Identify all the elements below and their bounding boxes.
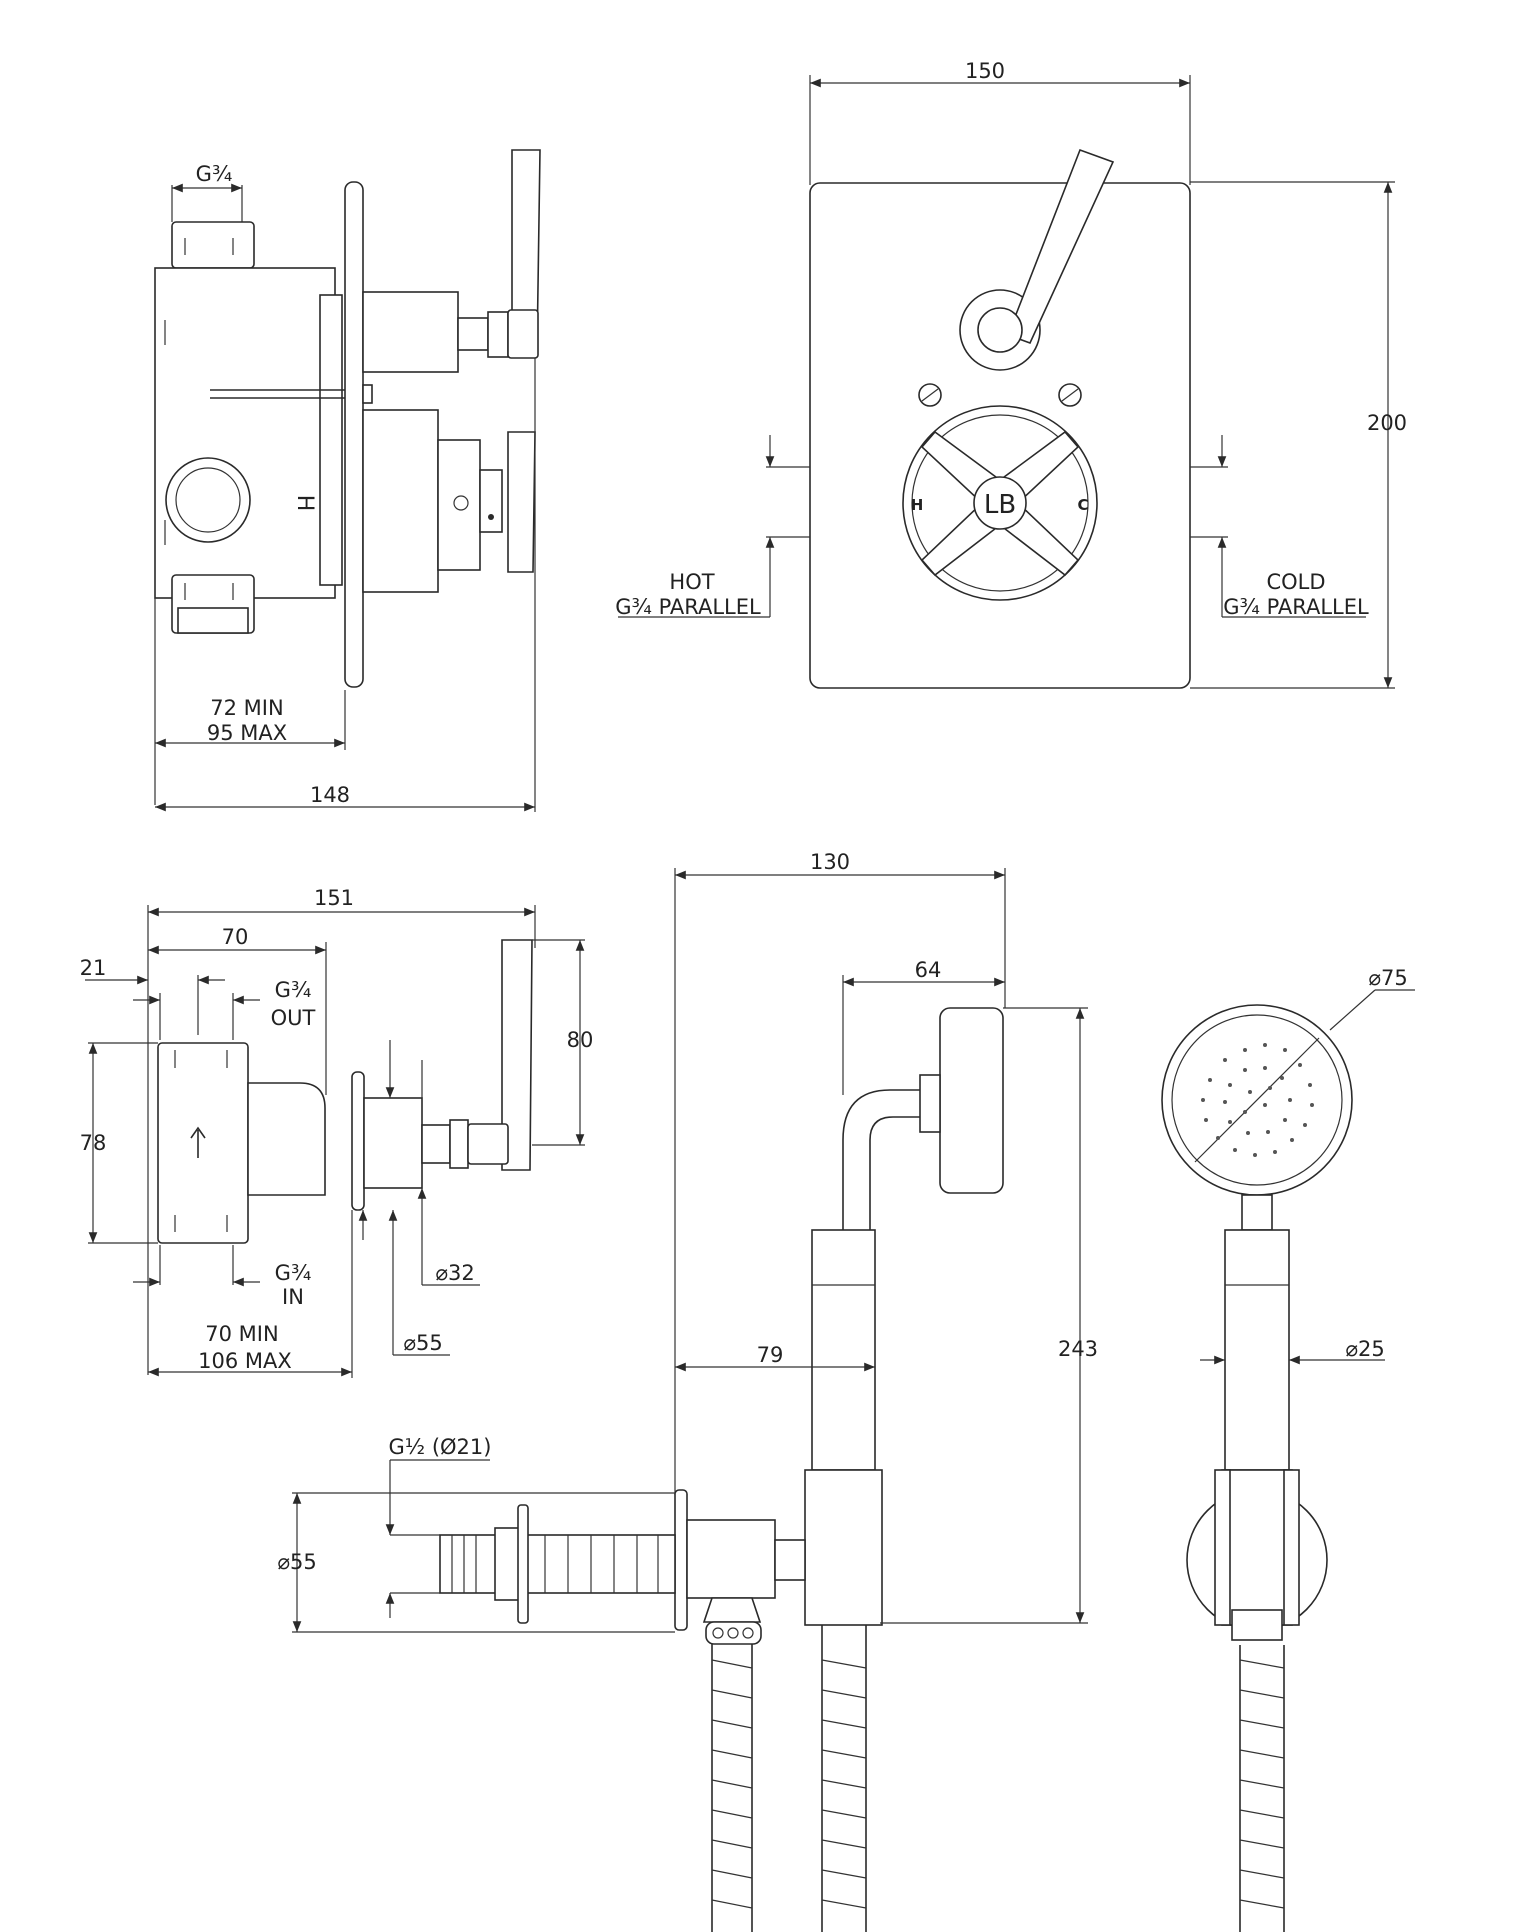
front-plate-height: 200	[1367, 411, 1407, 435]
side-depth-max: 95 MAX	[207, 721, 287, 745]
valve-height: 78	[80, 1131, 107, 1155]
side-marking-h: H	[292, 495, 317, 512]
front-cold-label: COLD	[1266, 570, 1325, 594]
valve-overall: 151	[314, 886, 354, 910]
valve-offset: 21	[80, 956, 107, 980]
side-inlet-thread: G¾	[196, 162, 233, 186]
front-view: 150 200 LB H C HOT G¾ PARALLEL	[615, 59, 1407, 689]
valve-inlet-thread: G¾	[275, 1261, 312, 1285]
valve-outlet-label: OUT	[271, 1006, 316, 1030]
side-depth-min: 72 MIN	[210, 696, 283, 720]
handshower-view: 130 64 79 243	[277, 850, 1415, 1932]
hand-connector-thread: G½ (Ø21)	[389, 1435, 492, 1459]
valve-side-view: 151 70 21 G¾ OUT 78	[80, 886, 594, 1378]
valve-inlet-label: IN	[282, 1285, 304, 1309]
valve-depth-min: 70 MIN	[205, 1322, 278, 1346]
front-plate-width: 150	[965, 59, 1005, 83]
valve-flange-dia: ⌀55	[403, 1331, 442, 1355]
side-overall-depth: 148	[310, 783, 350, 807]
valve-spindle-dia: ⌀32	[435, 1261, 474, 1285]
front-hot-thread: G¾ PARALLEL	[615, 595, 761, 619]
spray-holes	[1201, 1043, 1314, 1157]
front-dial-h: H	[911, 496, 924, 514]
front-logo: LB	[984, 490, 1016, 520]
front-cold-thread: G¾ PARALLEL	[1223, 595, 1369, 619]
valve-body: 70	[222, 925, 249, 949]
valve-depth-max: 106 MAX	[198, 1349, 292, 1373]
front-hot-label: HOT	[669, 570, 714, 594]
hand-total-height: 243	[1058, 1337, 1098, 1361]
hand-handle-dia: ⌀25	[1345, 1337, 1384, 1361]
hand-elbow-reach: 64	[915, 958, 942, 982]
front-dial-c: C	[1077, 496, 1088, 514]
hand-bracket-reach: 130	[810, 850, 850, 874]
hand-head-dia: ⌀75	[1368, 966, 1407, 990]
valve-handle-height: 80	[567, 1028, 594, 1052]
thread-ribs	[451, 1535, 659, 1593]
hand-wall-flange-dia: ⌀55	[277, 1550, 316, 1574]
hand-outlet-reach: 79	[757, 1343, 784, 1367]
valve-outlet-thread: G¾	[275, 978, 312, 1002]
hose-coils	[711, 1659, 1285, 1909]
side-view: G¾ H	[154, 149, 541, 812]
